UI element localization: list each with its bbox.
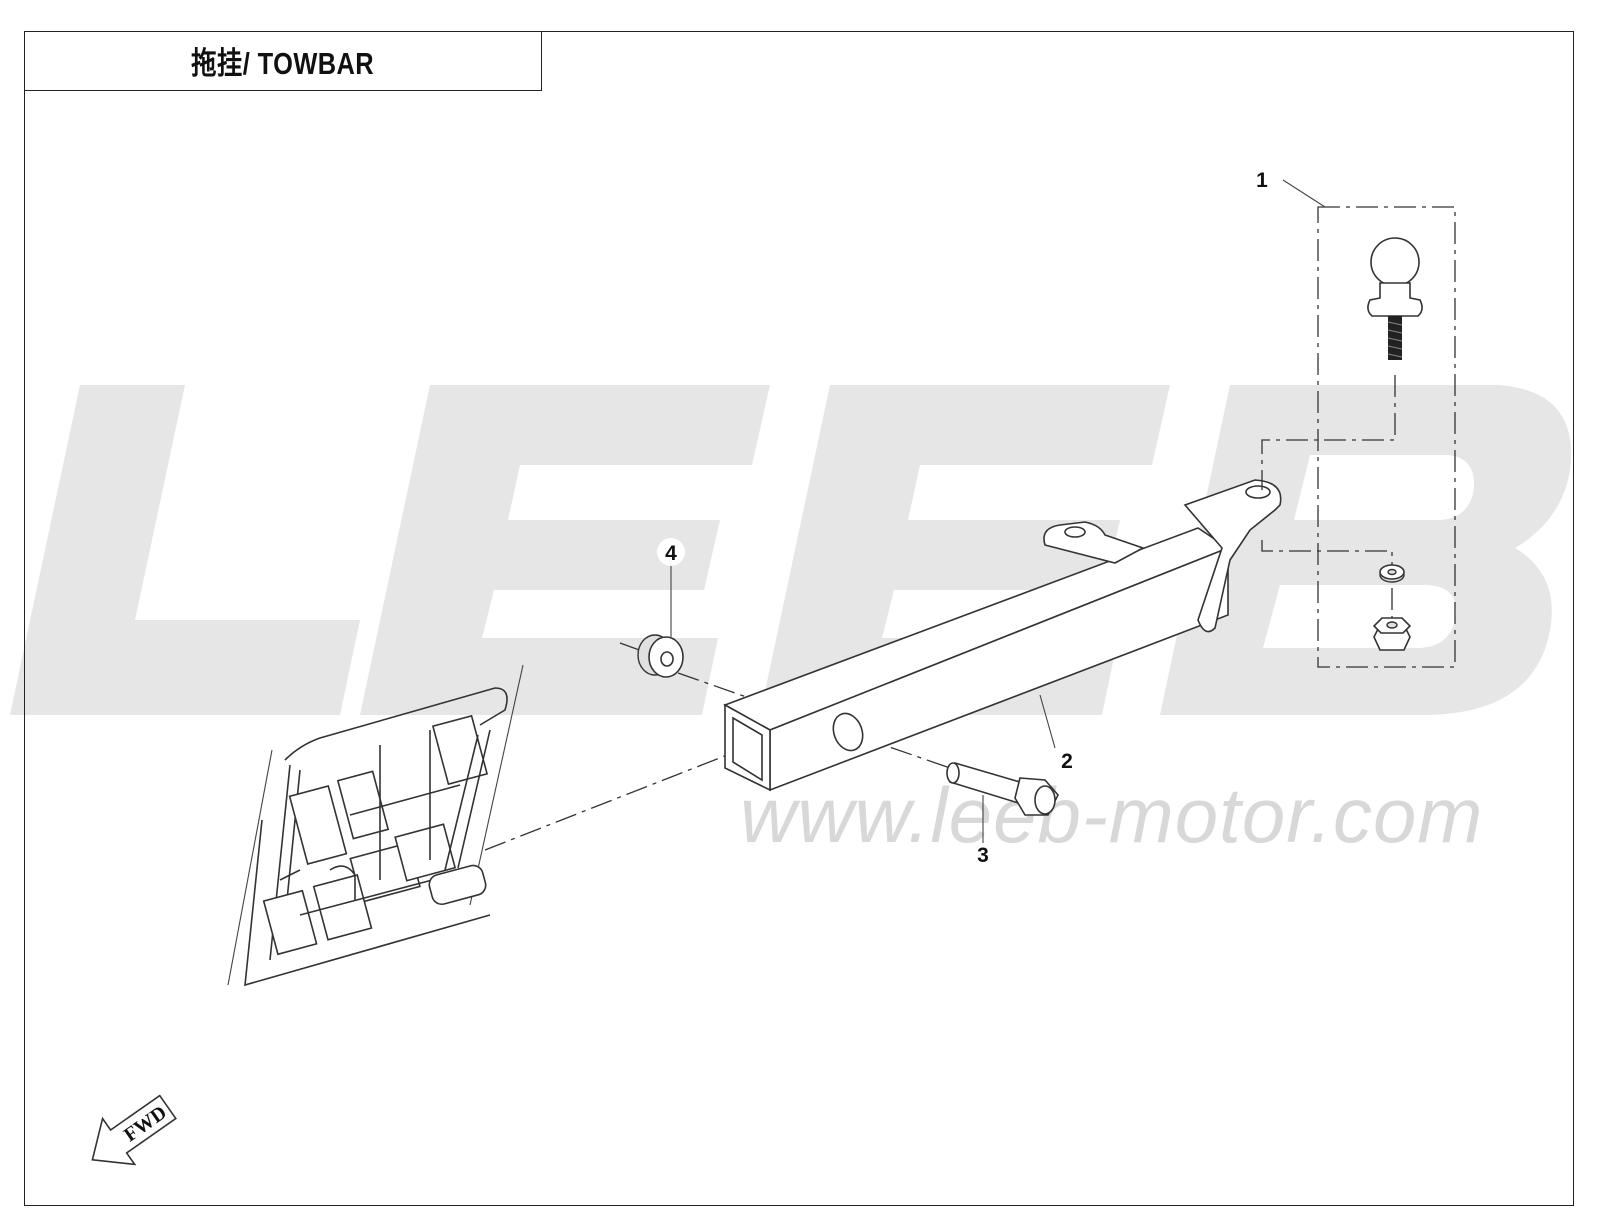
hex-nut-icon xyxy=(1372,617,1412,651)
title-box: 拖挂/ TOWBAR xyxy=(24,31,542,91)
tow-ball-icon xyxy=(1367,237,1423,360)
callout-2: 2 xyxy=(1061,750,1073,773)
vehicle-frame-section xyxy=(227,664,524,987)
part-1-assembly-box xyxy=(1317,206,1456,668)
callout-3: 3 xyxy=(977,844,989,867)
callout-4: 4 xyxy=(665,542,677,565)
callout-1: 1 xyxy=(1256,169,1268,192)
page-title: 拖挂/ TOWBAR xyxy=(191,46,374,81)
towbar-tube xyxy=(723,479,1282,792)
bolt-part-3 xyxy=(946,762,1059,816)
drawing-frame xyxy=(24,31,1574,1206)
callout-1-leader xyxy=(1282,179,1326,208)
leeb-url-watermark: www.leeb-motor.com xyxy=(740,771,1484,859)
callout-4-circle xyxy=(657,538,685,566)
lock-washer-icon xyxy=(1379,564,1405,583)
callout-2-leader xyxy=(1039,694,1056,749)
bushing-part-4 xyxy=(637,634,684,678)
